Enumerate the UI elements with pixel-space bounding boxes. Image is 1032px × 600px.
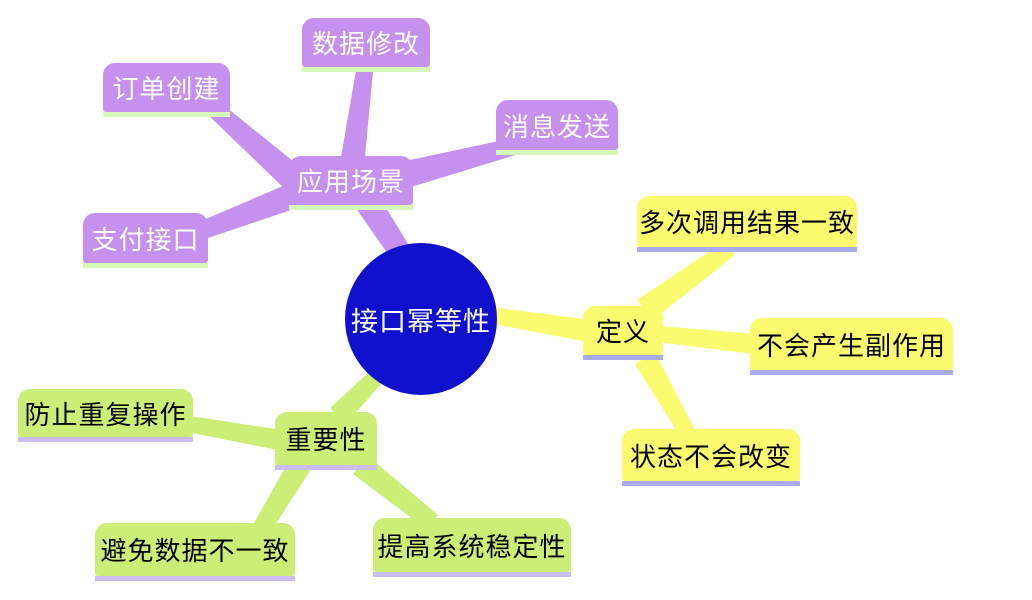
connector-center-definition [489,307,592,342]
child-node-no-side-effects[interactable]: 不会产生副作用 [750,318,953,375]
child-node-prevent-duplicate[interactable]: 防止重复操作 [18,389,193,442]
branch-node-definition[interactable]: 定义 [583,306,663,360]
connector-scenarios-message-send [405,137,522,187]
connector-definition-no-side-effects [657,326,756,354]
connector-definition-state-unchanged [635,352,695,438]
child-node-consistent-results[interactable]: 多次调用结果一致 [637,196,857,252]
connector-importance-prevent-duplicate [187,416,282,450]
connector-scenarios-payment-api [187,183,300,243]
connector-center-importance [330,372,381,424]
child-node-data-update[interactable]: 数据修改 [302,18,430,72]
child-node-order-create[interactable]: 订单创建 [103,63,230,117]
child-node-state-unchanged[interactable]: 状态不会改变 [622,429,800,486]
connector-importance-avoid-inconsistency [254,459,310,533]
connector-scenarios-data-update [340,59,374,167]
child-node-payment-api[interactable]: 支付接口 [83,213,208,268]
child-node-improve-stability[interactable]: 提高系统稳定性 [373,518,571,577]
connector-scenarios-order-create [204,99,304,190]
branch-node-importance[interactable]: 重要性 [275,412,377,470]
child-node-avoid-inconsistency[interactable]: 避免数据不一致 [95,523,295,581]
center-topic-node[interactable]: 接口幂等性 [345,243,497,395]
child-node-message-send[interactable]: 消息发送 [496,100,618,155]
connector-definition-consistent-results [637,241,735,320]
connector-importance-improve-stability [353,456,438,529]
branch-node-scenarios[interactable]: 应用场景 [289,156,413,210]
